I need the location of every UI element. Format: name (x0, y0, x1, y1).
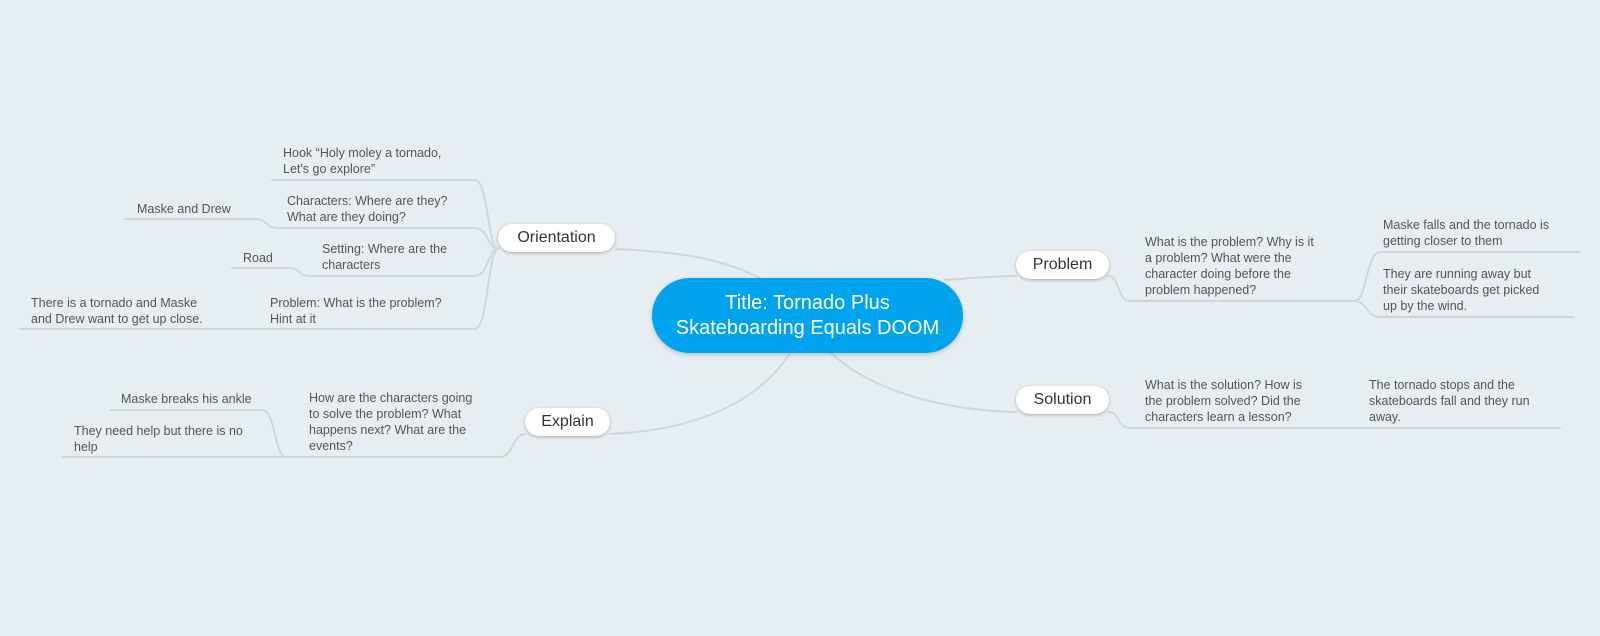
subtopic-problem-question-line1: What is the problem? Why is it (1145, 235, 1314, 249)
connector-question-answer2 (1354, 300, 1575, 318)
subtopic-solution-answer[interactable]: The tornado stops and the skateboards fa… (1369, 377, 1530, 425)
subtopic-characters[interactable]: Characters: Where are they? What are the… (287, 193, 448, 225)
topic-orientation[interactable]: Orientation (498, 224, 615, 252)
central-title-line1: Title: Tornado Plus (725, 291, 890, 314)
subtopic-explain-question-line3: happens next? What are the (309, 423, 467, 437)
topic-explain-label: Explain (541, 413, 594, 430)
subtopic-solution-answer-line1: The tornado stops and the (1369, 378, 1515, 392)
subtopic-explain-event2[interactable]: They need help but there is no help (74, 423, 243, 455)
connector-explain-question (285, 433, 526, 458)
subtopic-solution-answer-line2: skateboards fall and they run (1369, 394, 1530, 408)
topic-orientation-label: Orientation (517, 229, 596, 246)
subtopic-characters-line1: Characters: Where are they? (287, 194, 448, 208)
subtopic-hook-line2: Let's go explore” (283, 162, 376, 176)
connector-question-answer1 (1354, 251, 1581, 302)
connector-question-event1 (109, 409, 287, 458)
topic-solution-label: Solution (1033, 391, 1092, 408)
subtopic-setting-line2: characters (322, 258, 381, 272)
subtopic-problem-answer2-line1: They are running away but (1383, 267, 1532, 281)
subtopic-problem-answer2-line2: their skateboards get picked (1383, 283, 1540, 297)
central-title-line2: Skateboarding Equals DOOM (675, 316, 940, 339)
subtopic-explain-question[interactable]: How are the characters going to solve th… (309, 390, 472, 454)
subtopic-explain-event1-text: Maske breaks his ankle (121, 392, 252, 406)
subtopic-explain-event2-line1: They need help but there is no (74, 424, 243, 438)
subtopic-explain-question-line1: How are the characters going (309, 391, 473, 405)
subtopic-solution-question[interactable]: What is the solution? How is the problem… (1145, 377, 1302, 425)
subtopic-orientation-problem-detail-line1: There is a tornado and Maske (31, 296, 198, 310)
connector-problem-question (1107, 275, 1356, 302)
subtopic-orientation-problem-detail[interactable]: There is a tornado and Maske and Drew wa… (31, 295, 203, 327)
connector-central-explain (609, 352, 791, 435)
subtopic-setting-detail[interactable]: Road (243, 250, 273, 266)
subtopic-problem-question-line2: a problem? What were the (1145, 251, 1292, 265)
connector-central-solution (829, 351, 1017, 413)
connector-orientation-hook (271, 179, 499, 250)
subtopic-hook[interactable]: Hook “Holy moley a tornado, Let's go exp… (283, 145, 441, 177)
subtopic-problem-answer2[interactable]: They are running away but their skateboa… (1383, 266, 1539, 314)
subtopic-characters-detail[interactable]: Maske and Drew (137, 201, 231, 217)
subtopic-orientation-problem-line1: Problem: What is the problem? (270, 296, 442, 310)
subtopic-explain-question-line4: events? (309, 439, 353, 453)
subtopic-orientation-problem[interactable]: Problem: What is the problem? Hint at it (270, 295, 442, 327)
subtopic-orientation-problem-line2: Hint at it (270, 312, 316, 326)
subtopic-problem-question[interactable]: What is the problem? Why is it a problem… (1145, 234, 1314, 298)
subtopic-problem-answer1-line2: getting closer to them (1383, 234, 1503, 248)
subtopic-setting-detail-text: Road (243, 251, 273, 265)
subtopic-explain-event1[interactable]: Maske breaks his ankle (121, 391, 252, 407)
connector-characters-detail (124, 218, 279, 229)
connector-orientation-characters (277, 227, 499, 250)
subtopic-characters-detail-text: Maske and Drew (137, 202, 231, 216)
subtopic-problem-answer1[interactable]: Maske falls and the tornado is getting c… (1383, 217, 1549, 249)
connector-solution-question (1107, 411, 1361, 429)
subtopic-orientation-problem-detail-line2: and Drew want to get up close. (31, 312, 203, 326)
connector-central-orientation (614, 248, 761, 279)
subtopic-solution-answer-line3: away. (1369, 410, 1401, 424)
subtopic-hook-line1: Hook “Holy moley a tornado, (283, 146, 442, 160)
subtopic-setting[interactable]: Setting: Where are the characters (322, 241, 447, 273)
topic-solution[interactable]: Solution (1016, 386, 1109, 414)
subtopic-characters-line2: What are they doing? (287, 210, 406, 224)
subtopic-explain-question-line2: to solve the problem? What (309, 407, 462, 421)
topic-explain[interactable]: Explain (525, 408, 610, 436)
subtopic-problem-answer2-line3: up by the wind. (1383, 299, 1468, 313)
subtopic-problem-question-line4: problem happened? (1145, 283, 1257, 297)
subtopic-solution-question-line3: characters learn a lesson? (1145, 410, 1292, 424)
topic-problem[interactable]: Problem (1016, 251, 1109, 279)
connector-orientation-problem (249, 248, 499, 330)
subtopic-problem-answer1-line1: Maske falls and the tornado is (1383, 218, 1550, 232)
subtopic-solution-question-line2: the problem solved? Did the (1145, 394, 1301, 408)
central-topic[interactable]: Title: Tornado Plus Skateboarding Equals… (652, 278, 963, 353)
subtopic-explain-event2-line2: help (74, 440, 98, 454)
connector-setting-detail (231, 267, 311, 277)
subtopic-problem-question-line3: character doing before the (1145, 267, 1291, 281)
subtopic-solution-question-line1: What is the solution? How is (1145, 378, 1303, 392)
subtopic-setting-line1: Setting: Where are the (322, 242, 448, 256)
topic-problem-label: Problem (1032, 256, 1093, 273)
connector-central-problem (944, 275, 1017, 281)
